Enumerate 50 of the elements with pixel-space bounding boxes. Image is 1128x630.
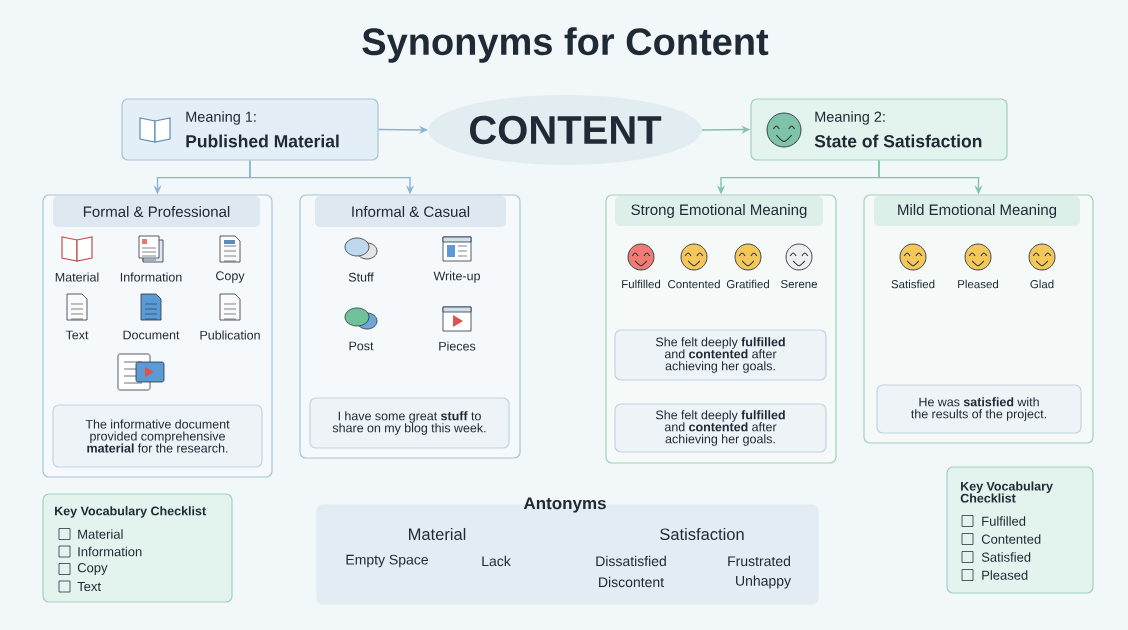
example-sentence-box: I have some great stuff to share on my blog this week.: [309, 397, 510, 449]
word-label: Publication: [200, 330, 260, 340]
group-heading: Material: [409, 527, 466, 541]
word-label: Material: [55, 272, 99, 282]
antonym-word: Unhappy: [736, 575, 791, 589]
checklist-heading: Key Vocabulary Checklist: [55, 506, 206, 518]
antonym-word: Dissatisfied: [596, 555, 666, 567]
panel-header: Strong Emotional Meaning: [615, 196, 823, 226]
checklist-item: Information: [78, 546, 142, 557]
word-label: Post: [349, 341, 374, 351]
checklist-item: Text: [77, 582, 101, 592]
word-label: Write-up: [433, 271, 480, 283]
checklist-heading: Key Vocabulary Checklist: [960, 481, 1053, 503]
word-label: Copy: [216, 271, 245, 283]
word-label: Information: [120, 272, 182, 282]
checklist-item: Fulfilled: [982, 516, 1026, 526]
word-label: Satisfied: [891, 279, 935, 289]
word-label: Document: [123, 330, 180, 340]
antonyms-heading: Antonyms: [523, 497, 606, 513]
checklist-item: Material: [78, 529, 123, 539]
group-heading: Satisfaction: [660, 527, 744, 541]
word-label: Contented: [668, 279, 720, 289]
meaning-label: Meaning 1:: [186, 111, 256, 125]
word-label: Fulfilled: [622, 279, 661, 289]
example-sentence-box: The informative document provided comprehensive material for the research.: [52, 404, 263, 468]
antonym-word: Empty Space: [346, 554, 428, 568]
word-label: Pieces: [439, 341, 476, 351]
meaning-label: Meaning 2:: [815, 111, 885, 125]
panel-header: Informal & Casual: [315, 196, 506, 227]
example-sentence-box: She felt deeply fulfilled and contented after achieving her goals.: [614, 403, 827, 453]
meaning-heading: State of Satisfaction: [814, 134, 982, 148]
word-label: Stuff: [348, 272, 374, 282]
antonym-word: Frustrated: [728, 555, 790, 567]
word-label: Gratified: [726, 279, 769, 289]
word-label: Pleased: [958, 279, 999, 289]
title: Synonyms for Content: [362, 27, 769, 63]
panel-header: Mild Emotional Meaning: [874, 196, 1080, 226]
checklist-item: Pleased: [982, 570, 1028, 580]
checklist-item: Contented: [981, 534, 1041, 544]
meaning-heading: Published Material: [186, 134, 339, 148]
word-label: Text: [65, 330, 89, 340]
checklist-item: Satisfied: [981, 552, 1031, 562]
checklist-item: Copy: [77, 563, 108, 575]
example-sentence-box: She felt deeply fulfilled and contented after achieving her goals.: [614, 329, 827, 381]
antonym-word: Lack: [482, 555, 511, 567]
word-label: Serene: [781, 279, 818, 289]
word-label: Glad: [1030, 279, 1054, 289]
panel-header: Formal & Professional: [53, 196, 260, 227]
antonym-word: Discontent: [599, 576, 664, 588]
example-sentence-box: He was satisfied with the results of the project.: [876, 384, 1082, 434]
